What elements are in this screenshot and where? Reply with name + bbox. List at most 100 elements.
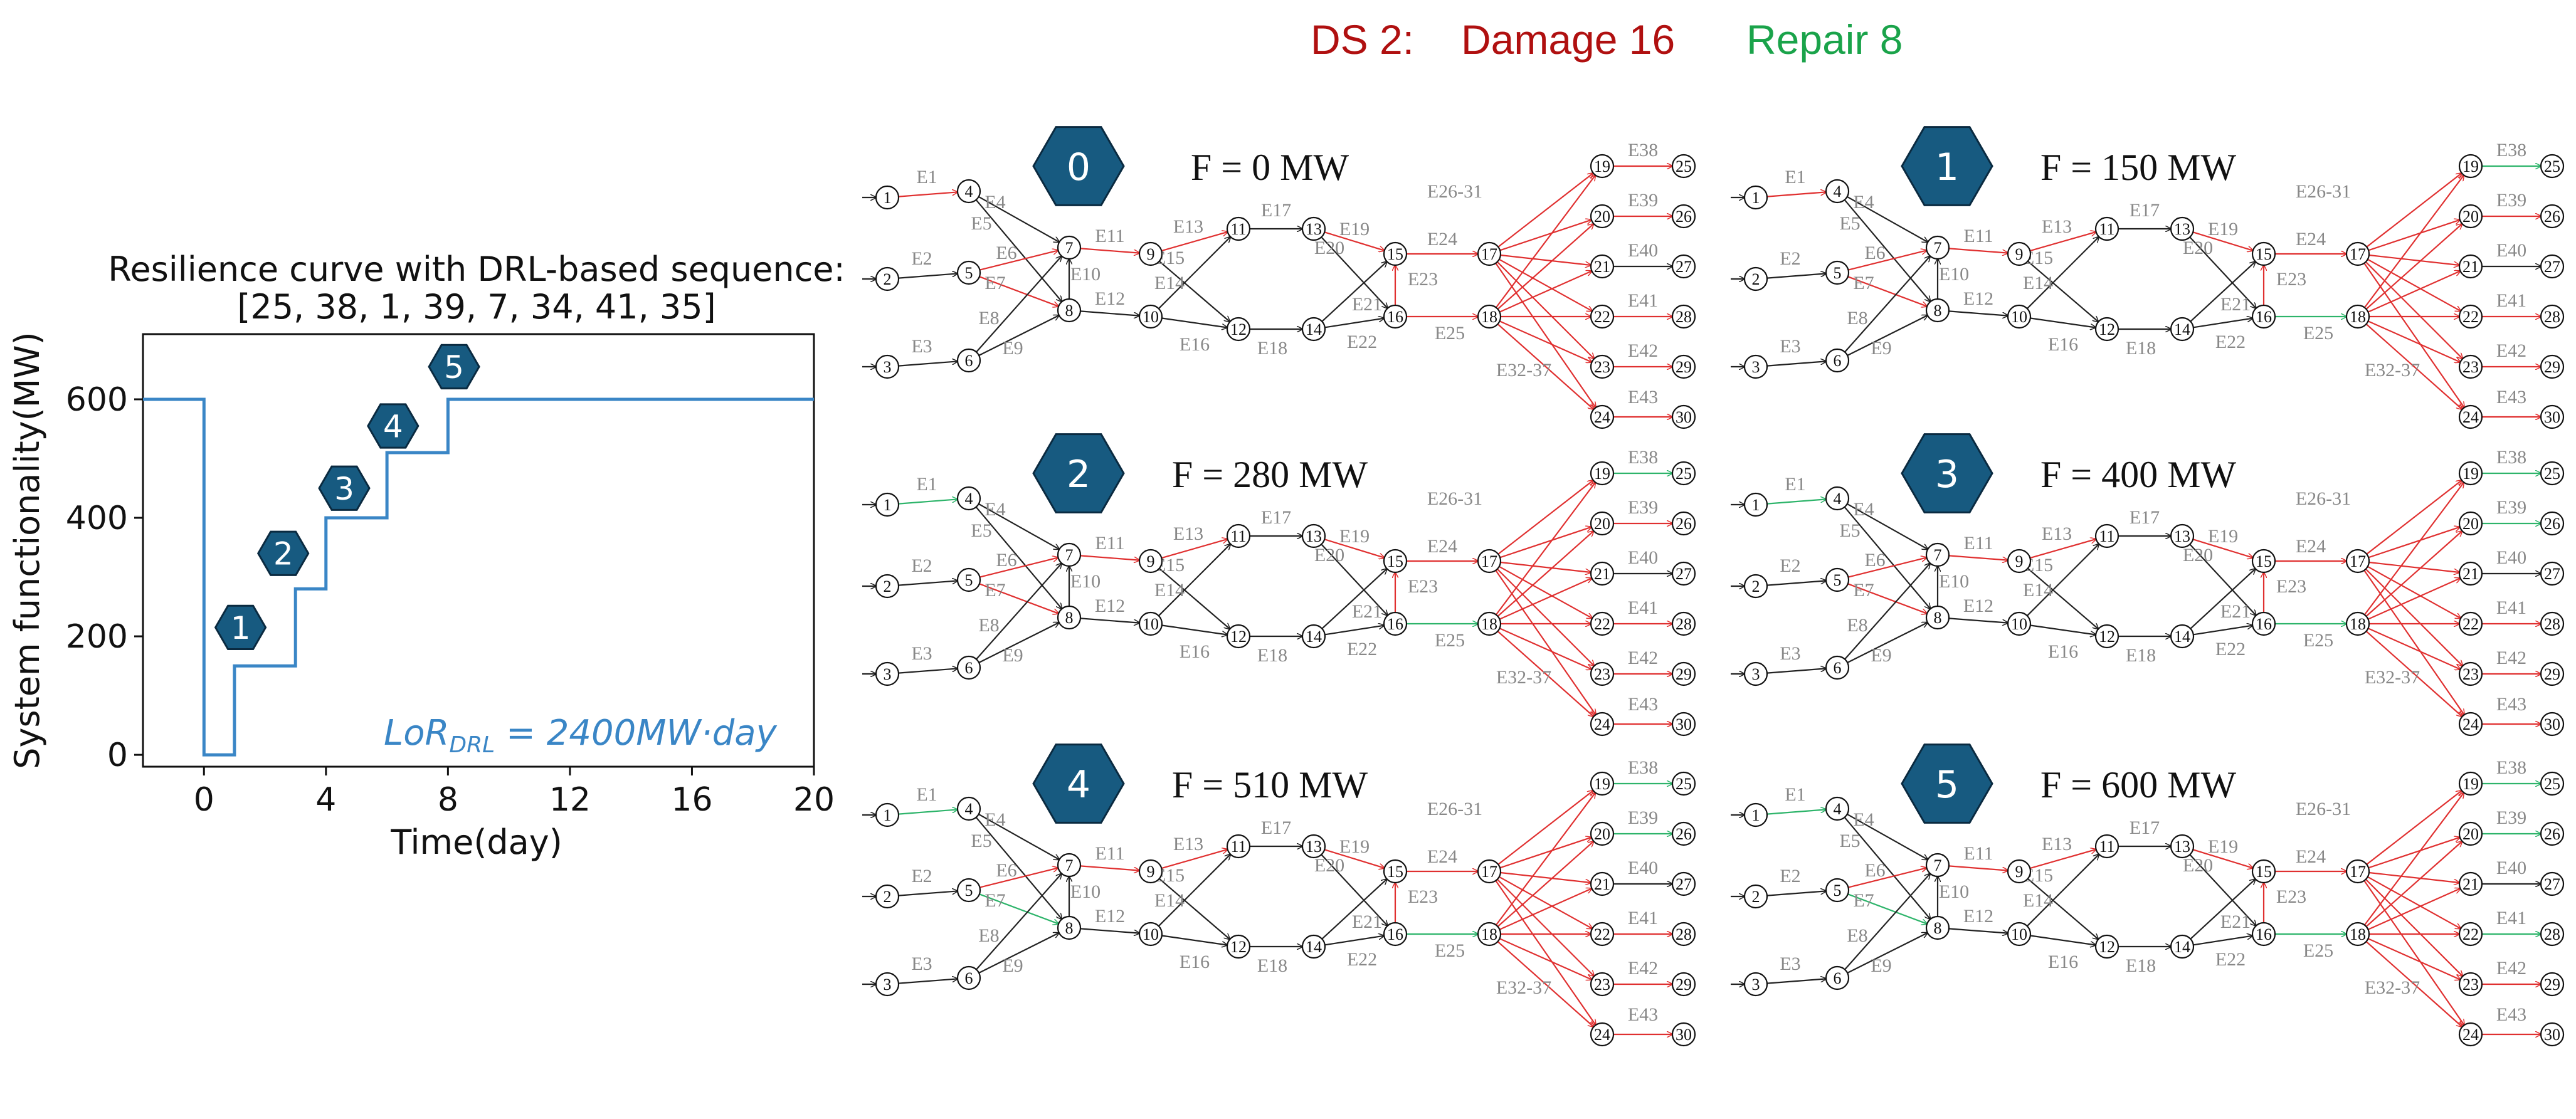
edge-label: E9 — [1002, 645, 1023, 666]
node-circle — [1226, 317, 1251, 342]
step-number: 3 — [1935, 453, 1959, 496]
edge-label: E25 — [1435, 630, 1465, 651]
network-node-8: 8 — [1057, 298, 1082, 323]
edge-E4 — [1847, 196, 1928, 242]
node-label: 22 — [2463, 308, 2479, 326]
edge-label: E12 — [1963, 596, 1993, 616]
node-circle — [1057, 915, 1082, 940]
network-node-9: 9 — [2007, 549, 2032, 574]
edge-E1 — [898, 809, 958, 815]
edge-E7 — [979, 276, 1058, 306]
edge-E9 — [978, 933, 1059, 974]
node-label: 1 — [884, 806, 892, 824]
network-node-14: 14 — [1301, 317, 1326, 342]
network-node-20: 20 — [2458, 204, 2483, 229]
node-label: 9 — [2015, 245, 2024, 263]
network-node-3: 3 — [875, 354, 900, 379]
network-node-8: 8 — [1925, 605, 1950, 630]
node-circle — [2345, 304, 2370, 329]
node-circle — [1301, 934, 1326, 959]
node-circle — [1383, 611, 1408, 636]
edge-label: E10 — [1939, 881, 1969, 902]
hexagon-marker — [318, 465, 371, 511]
network-node-1: 1 — [875, 185, 900, 210]
node-circle — [956, 260, 981, 285]
edge-label: E32-37 — [2365, 977, 2420, 998]
edge-E26-31 — [1496, 878, 1595, 977]
node-circle — [1671, 354, 1696, 379]
edge-E2 — [898, 891, 958, 896]
node-circle — [1057, 235, 1082, 260]
edge-label: E21 — [1352, 911, 1382, 932]
node-circle — [1825, 179, 1850, 204]
node-label: 4 — [965, 490, 973, 508]
edge-label: E8 — [978, 615, 999, 636]
edge-label: E5 — [971, 213, 991, 234]
network-node-23: 23 — [2458, 354, 2483, 379]
step-marker-label: 1 — [231, 610, 251, 646]
node-label: 6 — [1834, 969, 1842, 987]
node-label: 17 — [2350, 552, 2366, 570]
edge-label: E11 — [1963, 843, 1993, 864]
node-label: 28 — [2544, 615, 2560, 633]
node-circle — [1138, 549, 1163, 574]
edge-label: E41 — [2496, 908, 2526, 928]
edge-E32-37 — [1497, 631, 1594, 717]
network-node-29: 29 — [1671, 972, 1696, 997]
edge-E2 — [1766, 581, 1826, 586]
edge-label: E8 — [1847, 925, 1867, 946]
node-circle — [2540, 511, 2565, 536]
network-node-15: 15 — [2251, 241, 2276, 266]
node-circle — [2458, 354, 2483, 379]
step-hexagon-icon — [1032, 433, 1125, 513]
network-node-29: 29 — [1671, 354, 1696, 379]
node-label: 26 — [2544, 208, 2560, 226]
network-node-16: 16 — [2251, 304, 2276, 329]
edge-label: E41 — [2496, 597, 2526, 618]
node-circle — [1226, 934, 1251, 959]
edge-label: E22 — [2215, 949, 2246, 970]
node-label: 27 — [2544, 875, 2560, 893]
step-marker-label: 3 — [334, 471, 354, 507]
node-circle — [1743, 802, 1768, 827]
network-node-19: 19 — [2458, 461, 2483, 486]
node-circle — [2540, 871, 2565, 896]
edge-label: E7 — [1853, 890, 1874, 911]
network-node-17: 17 — [1477, 241, 1502, 266]
node-label: 12 — [1230, 938, 1247, 956]
edge-E32-37 — [2367, 320, 2460, 362]
edge-E3 — [1766, 668, 1826, 674]
edge-E6 — [1848, 250, 1927, 271]
edge-label: E26-31 — [1427, 488, 1482, 509]
edge-E14 — [2027, 260, 2099, 322]
node-label: 5 — [965, 264, 973, 282]
edge-label: E3 — [1780, 643, 1800, 664]
node-label: 23 — [1594, 665, 1610, 683]
chart-title-line1: Resilience curve with DRL-based sequence… — [108, 250, 845, 289]
network-node-24: 24 — [2458, 1022, 2483, 1047]
edge-label: E11 — [1095, 226, 1124, 246]
network-node-20: 20 — [1590, 821, 1615, 846]
edge-label: E42 — [2496, 648, 2526, 668]
edge-E8 — [976, 564, 1062, 660]
step-hexagon-icon — [1901, 433, 1993, 513]
edge-label: E16 — [2048, 952, 2078, 972]
edge-E32-37 — [1499, 578, 1592, 620]
node-label: 8 — [1065, 302, 1074, 320]
node-circle — [1671, 712, 1696, 737]
edge-E12 — [1080, 617, 1139, 623]
step-marker-3: 3 — [318, 465, 371, 511]
edge-label: E9 — [1871, 645, 1891, 666]
network-node-1: 1 — [1743, 492, 1768, 517]
network-node-9: 9 — [2007, 859, 2032, 884]
node-circle — [2458, 404, 2483, 429]
network-node-26: 26 — [1671, 204, 1696, 229]
node-circle — [956, 348, 981, 373]
node-label: 2 — [1752, 888, 1760, 906]
edge-label: E24 — [1427, 846, 1457, 867]
edge-label: E19 — [1339, 526, 1370, 547]
node-circle — [2458, 922, 2483, 947]
node-circle — [1477, 922, 1502, 947]
